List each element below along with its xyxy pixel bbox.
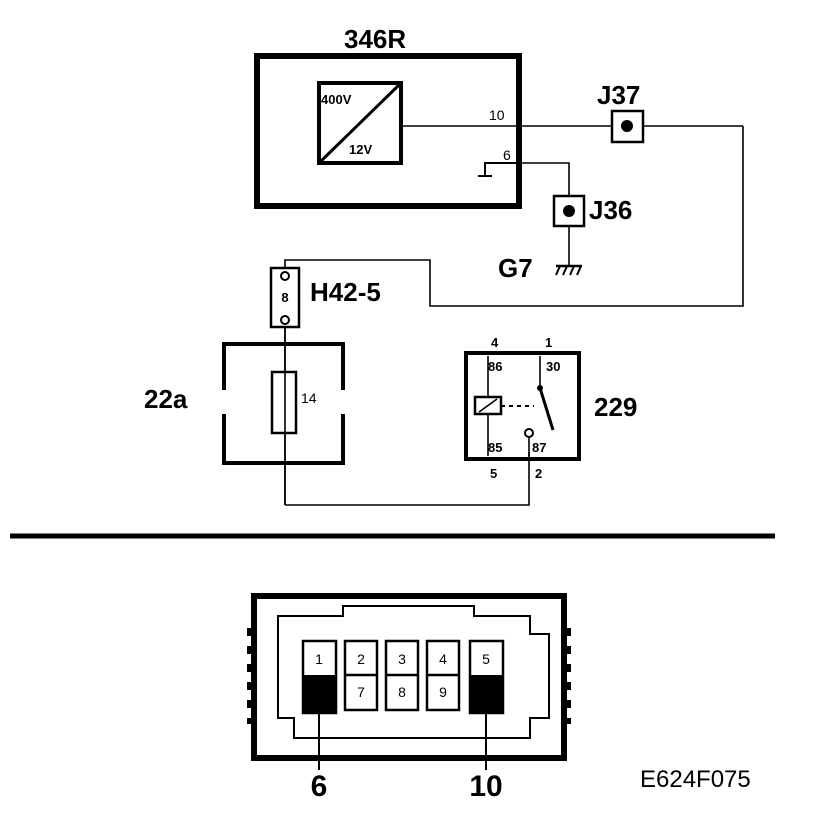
figure-code: E624F075 <box>640 766 751 793</box>
connector-h42-pin: 8 <box>281 290 288 305</box>
pin-1: 1 <box>315 651 323 667</box>
converter-pin-6: 6 <box>503 147 511 163</box>
relay-229: 4 1 86 30 85 87 5 2 229 <box>464 335 637 481</box>
relay-term-85: 85 <box>488 440 502 455</box>
pin-8: 8 <box>398 684 406 700</box>
pin-7: 7 <box>357 684 365 700</box>
fuse-number: 14 <box>301 390 317 406</box>
junction-j36-label: J36 <box>589 195 632 225</box>
ground-g7: G7 <box>498 253 582 283</box>
connector-h42-label: H42-5 <box>310 277 381 307</box>
pin-9: 9 <box>439 684 447 700</box>
converter-346r: 346R 400V 12V 10 6 <box>254 24 522 209</box>
relay-label: 229 <box>594 392 637 422</box>
relay-pin-4: 4 <box>491 335 499 350</box>
relay-pin-5: 5 <box>490 466 497 481</box>
relay-pin-2: 2 <box>535 466 542 481</box>
junction-j37-label: J37 <box>597 80 640 110</box>
junction-j36: J36 <box>552 194 632 228</box>
relay-term-86: 86 <box>488 359 502 374</box>
callout-pin-6: 6 <box>311 770 328 803</box>
junction-j37: J37 <box>597 80 645 144</box>
connector-h42-5: 8 H42-5 <box>269 266 381 329</box>
converter-output-voltage: 12V <box>349 142 372 157</box>
wires <box>284 125 744 506</box>
connector-face-view: 1 2 7 3 8 4 9 5 6 10 <box>247 593 571 803</box>
relay-term-87: 87 <box>532 440 546 455</box>
ground-g7-label: G7 <box>498 253 533 283</box>
relay-pin-1: 1 <box>545 335 552 350</box>
pin-2: 2 <box>357 651 365 667</box>
converter-label: 346R <box>344 24 406 54</box>
pin-3: 3 <box>398 651 406 667</box>
fuse-box-22a: 14 22a <box>144 327 345 505</box>
converter-input-voltage: 400V <box>321 92 352 107</box>
callout-pin-10: 10 <box>469 770 502 803</box>
pin-5: 5 <box>482 651 490 667</box>
converter-pin-10: 10 <box>489 107 505 123</box>
relay-term-30: 30 <box>546 359 560 374</box>
pin-4: 4 <box>439 651 447 667</box>
fuse-box-label: 22a <box>144 384 188 414</box>
